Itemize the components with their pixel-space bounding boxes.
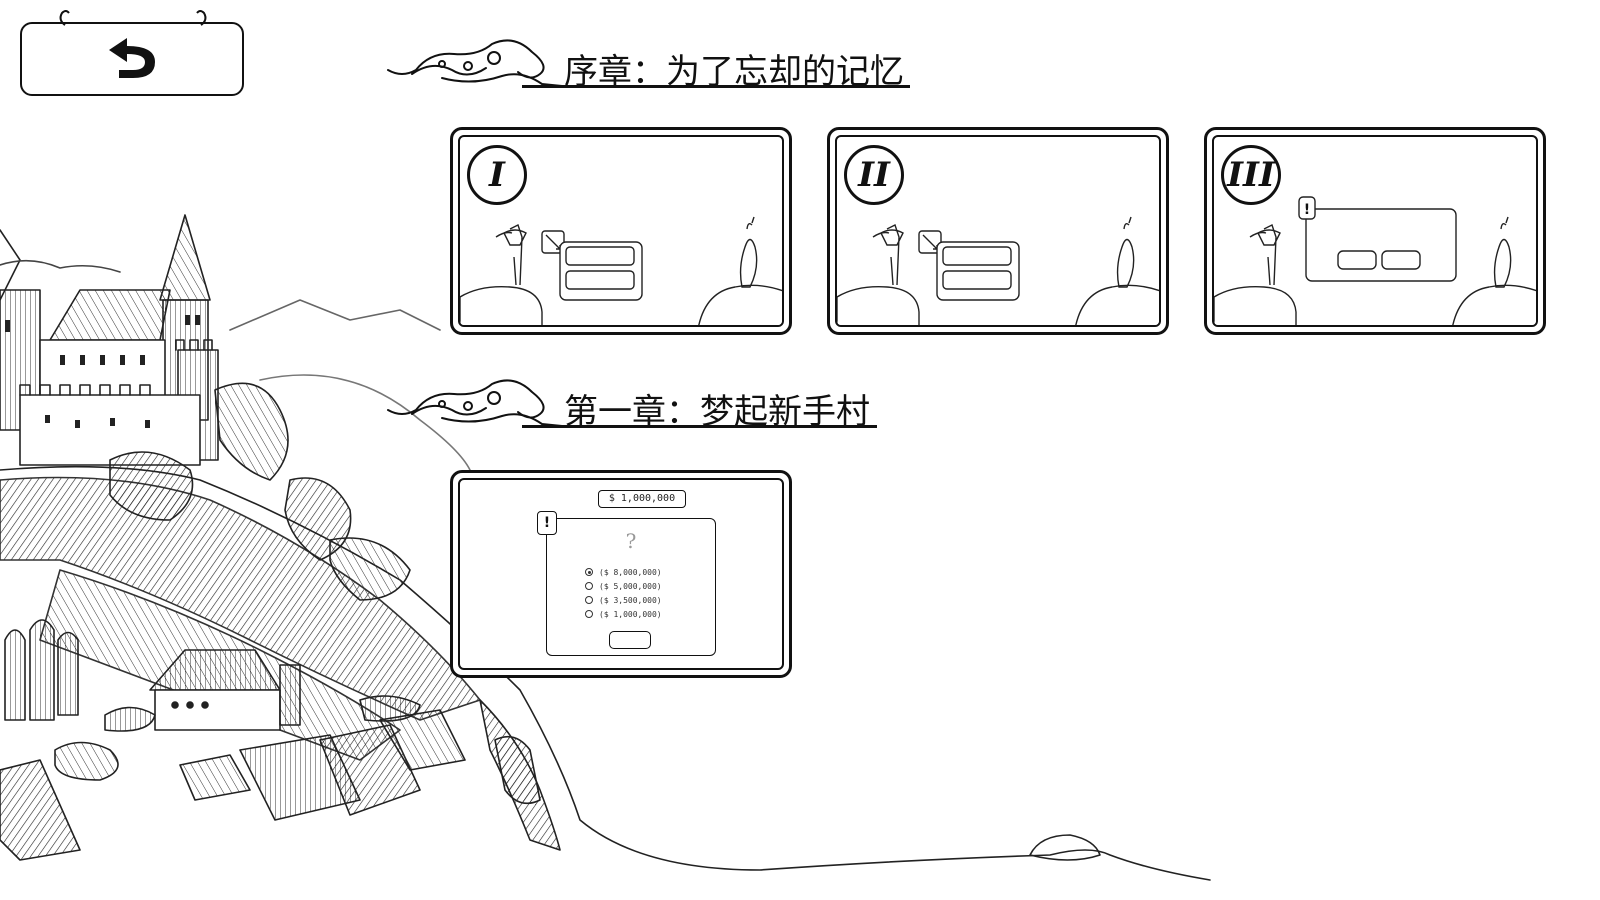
radio-icon <box>585 582 593 590</box>
return-arrow-icon <box>109 38 155 78</box>
quiz-options: ($ 8,000,000) ($ 5,000,000) ($ 3,500,000… <box>585 565 662 621</box>
level-card-3[interactable]: ! III <box>1204 127 1546 335</box>
chapter-header-prologue: 序章：为了忘却的记忆 <box>382 28 942 92</box>
radio-selected-icon <box>585 568 593 576</box>
title-underline <box>522 425 877 428</box>
level-numeral-badge: II <box>844 145 904 205</box>
radio-icon <box>585 610 593 618</box>
level-card-2[interactable]: II <box>827 127 1169 335</box>
level-card-1[interactable]: I <box>450 127 792 335</box>
option-label: ($ 1,000,000) <box>599 609 662 619</box>
option-label: ($ 3,500,000) <box>599 595 662 605</box>
exclamation-icon: ! <box>537 511 557 535</box>
hook-ornament-icon <box>196 10 207 26</box>
flourish-ornament-icon <box>387 379 562 427</box>
quiz-option: ($ 1,000,000) <box>585 607 662 621</box>
option-label: ($ 5,000,000) <box>599 581 662 591</box>
quiz-option: ($ 8,000,000) <box>585 565 662 579</box>
quiz-option: ($ 5,000,000) <box>585 579 662 593</box>
quiz-option: ($ 3,500,000) <box>585 593 662 607</box>
chapter-header-chapter-1: 第一章：梦起新手村 <box>382 368 902 432</box>
level-scene-illustration: ! <box>1214 196 1536 325</box>
quiz-dialog: ! ? ($ 8,000,000) ($ 5,000,000) ($ 3,500… <box>537 511 716 656</box>
level-card-chapter-1-1[interactable]: $ 1,000,000 ! ? ($ 8,000,000) ($ 5,000,0… <box>450 470 792 678</box>
price-tag: $ 1,000,000 <box>598 490 686 508</box>
level-scene-illustration <box>837 216 1159 325</box>
back-button[interactable] <box>20 10 244 96</box>
flourish-ornament-icon <box>387 39 562 87</box>
level-numeral-badge: I <box>467 145 527 205</box>
level-preview: $ 1,000,000 ! ? ($ 8,000,000) ($ 5,000,0… <box>458 478 784 670</box>
svg-text:!: ! <box>1304 202 1310 218</box>
quiz-question: ? <box>625 529 637 553</box>
option-label: ($ 8,000,000) <box>599 567 662 577</box>
quiz-submit-button <box>609 631 651 649</box>
level-numeral-badge: III <box>1221 145 1281 205</box>
level-scene-illustration <box>460 216 782 325</box>
level-preview <box>458 135 784 327</box>
radio-icon <box>585 596 593 604</box>
title-underline <box>522 85 910 88</box>
hook-ornament-icon <box>59 10 70 26</box>
